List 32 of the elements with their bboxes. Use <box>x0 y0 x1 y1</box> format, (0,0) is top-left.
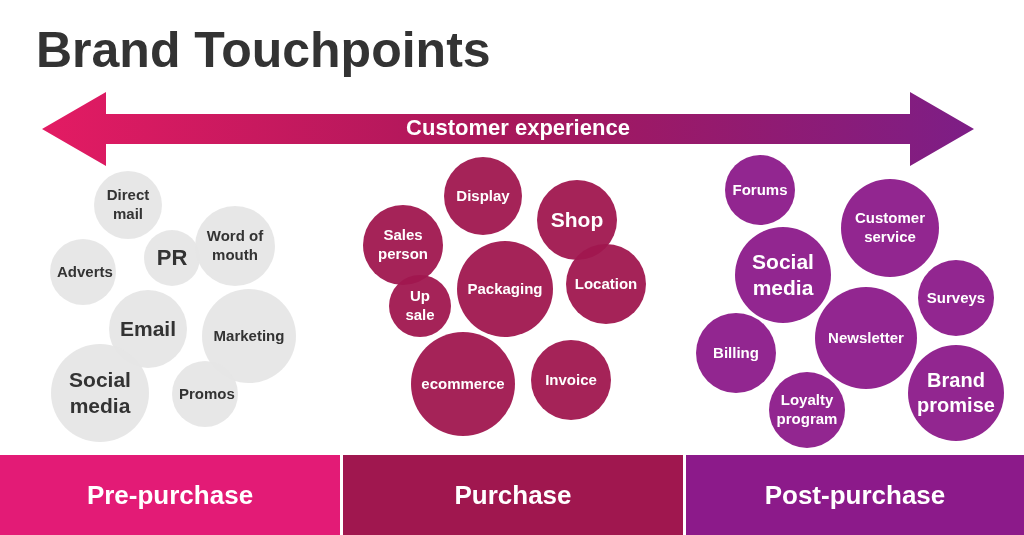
touchpoint-label: Word of mouth <box>205 227 265 265</box>
touchpoint-label: Sales person <box>377 226 429 264</box>
stage-label: Post-purchase <box>764 478 946 512</box>
arrow-label: Customer experience <box>405 114 631 142</box>
touchpoint-label: Shop <box>549 206 605 233</box>
touchpoint-label: Display <box>455 186 511 206</box>
touchpoint-label: Location <box>573 274 639 294</box>
touchpoint-label: Marketing <box>212 326 286 346</box>
touchpoint-label: Packaging <box>466 279 544 299</box>
touchpoint-label: Promos <box>178 384 235 404</box>
touchpoint-label: Loyalty program <box>775 391 839 429</box>
touchpoint-label: Forums <box>731 180 789 200</box>
title: Brand Touchpoints <box>36 22 491 78</box>
stage-band <box>0 455 340 535</box>
touchpoint-label: Newsletter <box>827 328 905 348</box>
touchpoint-label: Billing <box>712 343 760 363</box>
touchpoint-label: Invoice <box>544 370 598 390</box>
stage-label: Purchase <box>454 478 572 512</box>
stage-label: Pre-purchase <box>86 478 254 512</box>
touchpoint-label: Direct mail <box>105 186 151 224</box>
stage-band <box>343 455 683 535</box>
touchpoint-label: ecommerce <box>420 374 506 394</box>
touchpoint-label: Social media <box>68 366 132 419</box>
touchpoint-label: Social media <box>751 248 815 301</box>
touchpoint-label: Adverts <box>56 262 113 282</box>
stage-band <box>686 455 1024 535</box>
touchpoint-label: Surveys <box>925 288 987 308</box>
touchpoint-label: PR <box>155 244 189 272</box>
touchpoint-label: Brand promise <box>916 368 996 418</box>
touchpoint-label: Up sale <box>404 287 436 325</box>
touchpoint-label: Customer service <box>854 209 926 247</box>
touchpoint-label: Email <box>119 315 177 342</box>
